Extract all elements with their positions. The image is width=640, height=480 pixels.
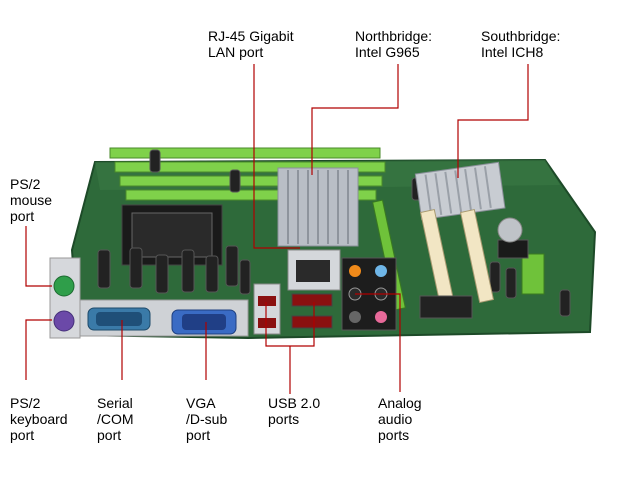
northbridge-heatsink: [277, 167, 359, 247]
callout-lines: [25, 64, 529, 394]
vga-dsub-port-label: VGA /D-sub port: [186, 395, 228, 443]
southbridge-heatsink: [414, 161, 506, 221]
rj45-lan-port-label: RJ-45 Gigabit LAN port: [208, 28, 294, 60]
ps2-keyboard-callout-line: [25, 319, 52, 380]
ps2-mouse-port-label: PS/2 mouse port: [10, 176, 53, 224]
ps2-mouse-port: [53, 275, 75, 297]
vga-port: [171, 309, 237, 335]
io-chip: [419, 295, 473, 319]
analog-audio-ports-label: Analog audio ports: [378, 395, 422, 443]
southbridge-label: Southbridge: Intel ICH8: [481, 28, 561, 60]
serial-com-port-label: Serial /COM port: [97, 395, 134, 443]
pcie-x1-slot: [521, 253, 545, 295]
cmos-battery: [497, 217, 523, 243]
dimm-slots: [109, 147, 386, 201]
ps2-mouse-callout-line: [25, 226, 52, 287]
ps2-keyboard-port: [53, 310, 75, 332]
southbridge-callout-line: [457, 64, 529, 178]
ps2-keyboard-port-label: PS/2 keyboard port: [10, 395, 68, 443]
usb-ports-label: USB 2.0 ports: [268, 395, 321, 427]
lan-usb-stack: [253, 249, 341, 335]
northbridge-label: Northbridge: Intel G965: [355, 28, 433, 60]
audio-callout-line: [355, 293, 401, 392]
capacitors: [97, 149, 571, 317]
serial-port: [87, 307, 151, 331]
northbridge-callout-line: [311, 64, 399, 175]
pci-slots: [419, 208, 495, 304]
rj45-callout-line: [253, 64, 300, 249]
bios-chip: [497, 239, 529, 259]
